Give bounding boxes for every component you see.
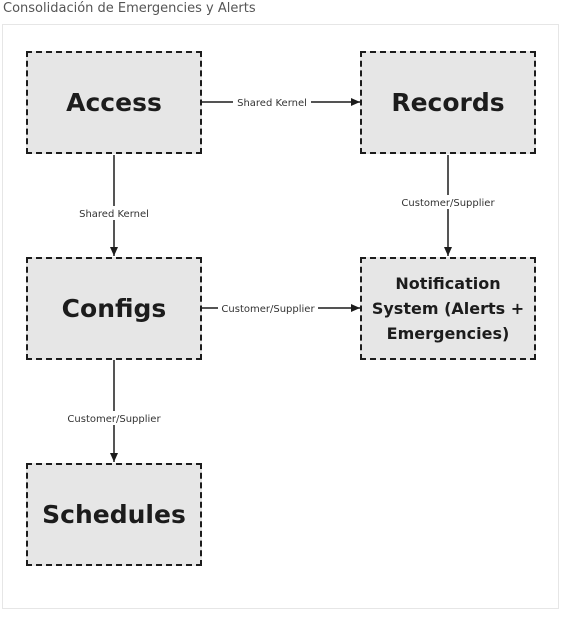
link-label-bg-access-configs [76,206,152,220]
context-box-access[interactable]: Access [26,51,202,154]
link-label-bg-records-notification [398,195,498,209]
link-label-access-records: Shared Kernel [237,98,307,109]
context-box-records[interactable]: Records [360,51,536,154]
context-label-configs: Configs [61,294,167,323]
link-label-access-configs: Shared Kernel [79,209,149,220]
link-label-records-notification: Customer/Supplier [401,198,495,209]
context-box-configs[interactable]: Configs [26,257,202,360]
link-label-configs-schedules: Customer/Supplier [67,414,161,425]
link-label-configs-notification: Customer/Supplier [221,304,315,315]
context-label-schedules: Schedules [42,500,186,529]
context-box-schedules[interactable]: Schedules [26,463,202,566]
link-label-bg-configs-notification [218,301,318,315]
diagram-canvas [2,24,559,609]
context-label-access: Access [66,88,162,117]
context-box-notification-system[interactable]: Notification System (Alerts + Emergencie… [360,257,536,360]
context-label-notification-system: Notification System (Alerts + Emergencie… [371,274,525,343]
link-label-bg-access-records [233,95,311,109]
page-title: Consolidación de Emergencies y Alerts [3,1,256,16]
context-label-records: Records [391,88,505,117]
link-label-bg-configs-schedules [64,411,164,425]
